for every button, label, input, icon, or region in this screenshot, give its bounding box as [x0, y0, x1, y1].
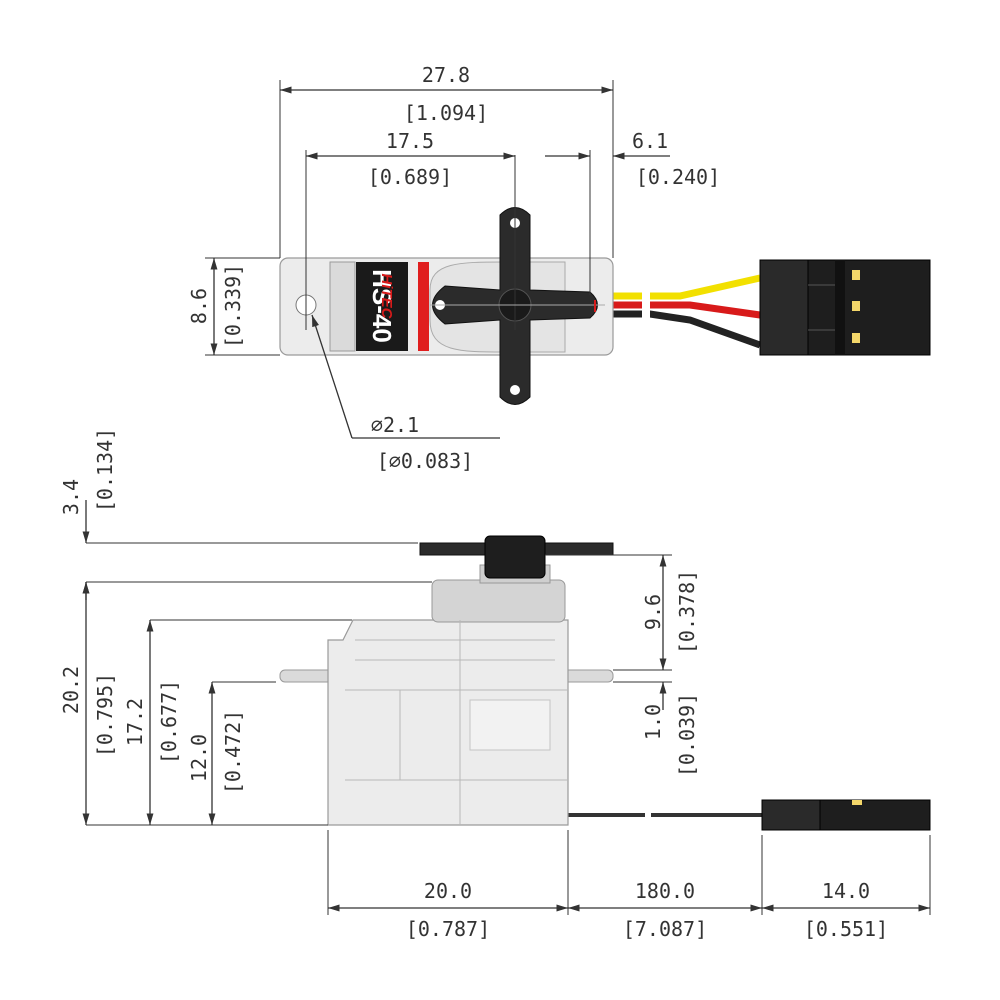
connector-top — [759, 259, 931, 356]
dim-value: 17.5 — [386, 129, 434, 153]
dim-value-inch: [1.094] — [404, 101, 488, 125]
dim-value: 8.6 — [187, 288, 211, 324]
brand-logo: HiTEC — [378, 274, 395, 320]
wire-bundle-top — [612, 274, 762, 349]
servo-case-side — [327, 564, 569, 826]
wire-break — [642, 288, 650, 322]
dim-case-height: 17.2 [0.677] — [123, 620, 181, 825]
dim-overall-length: 27.8 [1.094] — [279, 63, 614, 258]
dim-value: 9.6 — [641, 594, 665, 630]
dim-flange-thickness: 1.0 [0.039] — [641, 682, 699, 777]
top-view: HS-40 HiTEC 27.8 [1.094] — [187, 63, 931, 473]
dim-value: 20.2 — [59, 666, 83, 714]
model-label — [356, 262, 408, 351]
dim-value: 6.1 — [632, 129, 668, 153]
dim-value: 17.2 — [123, 698, 147, 746]
dim-value-inch: [0.689] — [368, 165, 452, 189]
dim-value: 12.0 — [187, 734, 211, 782]
dim-value: 14.0 — [822, 879, 870, 903]
dim-connector-length: 14.0 [0.551] — [762, 879, 930, 941]
dim-spline-to-end: 6.1 [0.240] — [545, 129, 720, 295]
dim-value-inch: [0.339] — [221, 264, 245, 348]
dim-value-inch: [0.787] — [406, 917, 490, 941]
lead-side — [568, 799, 931, 831]
dim-value-inch: [0.134] — [93, 428, 117, 512]
dim-width: 8.6 [0.339] — [187, 257, 280, 356]
dim-value-inch: [∅0.083] — [377, 449, 473, 473]
label-stripe — [418, 262, 429, 351]
dim-value-inch: [0.795] — [93, 673, 117, 757]
dim-flange-height: 12.0 [0.472] — [187, 682, 245, 825]
dim-value-inch: [0.551] — [804, 917, 888, 941]
model-text: HS-40 — [367, 269, 397, 343]
dim-value: ∅2.1 — [371, 413, 419, 437]
dim-value: 180.0 — [635, 879, 695, 903]
dim-value-inch: [7.087] — [623, 917, 707, 941]
dim-hole-diameter: ∅2.1 [∅0.083] — [311, 314, 500, 473]
gear-housing — [431, 579, 566, 623]
side-view: 3.4 [0.134] 20.2 [0.795] 17.2 [0.677] — [59, 428, 931, 941]
servo-horn-top — [430, 155, 605, 405]
dim-value: 20.0 — [424, 879, 472, 903]
dim-value-inch: [0.677] — [157, 680, 181, 764]
ground-wire — [612, 310, 762, 349]
servo-horn-side — [419, 535, 614, 579]
dim-body-length: 20.0 [0.787] — [328, 879, 568, 941]
dim-overall-height: 20.2 [0.795] — [59, 582, 117, 825]
horn-hub — [484, 535, 546, 579]
dim-top-above-flange: 9.6 [0.378] — [641, 555, 699, 670]
signal-wire — [612, 274, 761, 300]
dim-value-inch: [0.039] — [675, 693, 699, 777]
dim-horn-height: 3.4 [0.134] — [59, 428, 117, 600]
pin — [852, 333, 860, 343]
power-wire — [612, 301, 761, 319]
dim-mount-to-spline: 17.5 [0.689] — [305, 129, 515, 280]
dim-value: 3.4 — [59, 479, 83, 515]
dim-value: 27.8 — [422, 63, 470, 87]
dim-value-inch: [0.472] — [221, 710, 245, 794]
dim-value-inch: [0.240] — [636, 165, 720, 189]
dim-value-inch: [0.378] — [675, 570, 699, 654]
pin — [852, 301, 860, 311]
dim-lead-length: 180.0 [7.087] — [568, 879, 762, 941]
pin — [852, 270, 860, 280]
dim-value: 1.0 — [641, 704, 665, 740]
